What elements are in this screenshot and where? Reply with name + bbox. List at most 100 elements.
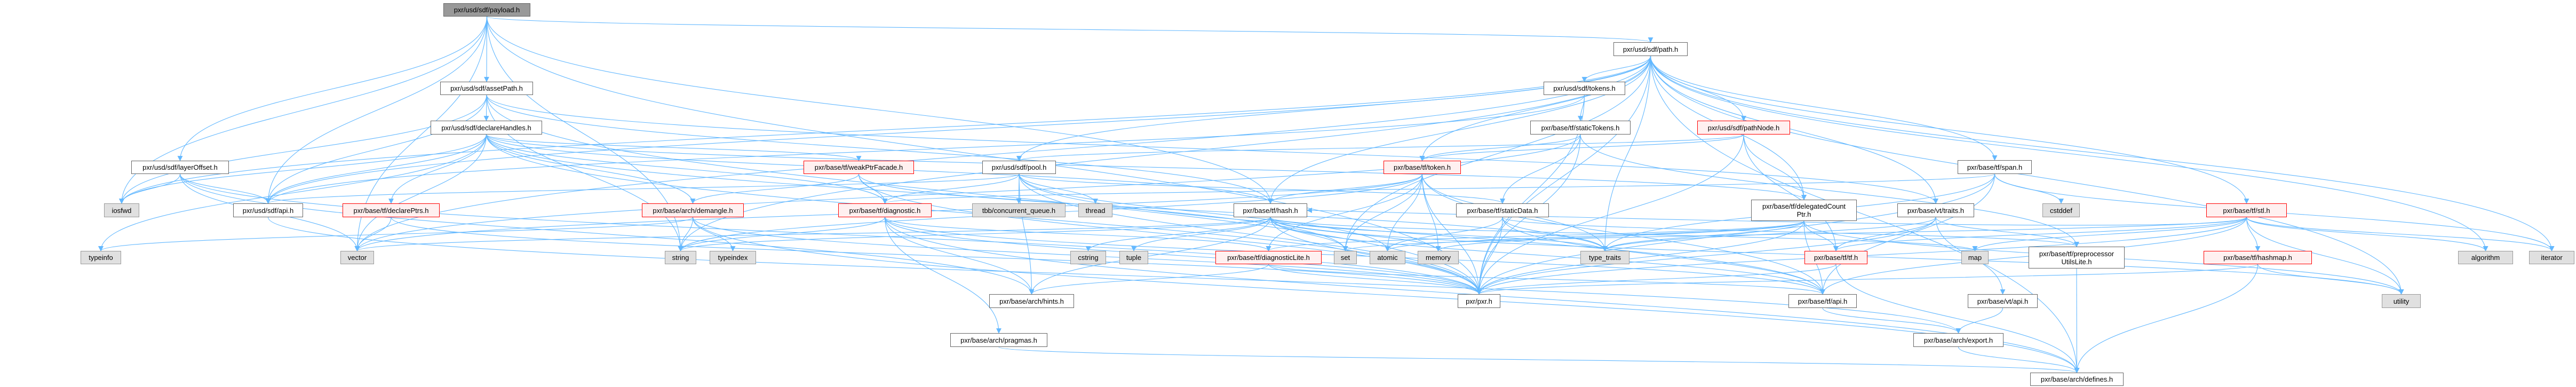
node-atomic[interactable]: atomic bbox=[1370, 251, 1405, 264]
node-tbb[interactable]: tbb/concurrent_queue.h bbox=[972, 203, 1066, 217]
node-pxr[interactable]: pxr/pxr.h bbox=[1458, 294, 1500, 308]
edge-stl-to-hash bbox=[1307, 208, 2247, 226]
edge-diagnostic-to-pragmas bbox=[884, 217, 1001, 334]
edge-declareHandles-to-sdfapi bbox=[265, 134, 487, 204]
node-defines[interactable]: pxr/base/arch/defines.h bbox=[2030, 373, 2124, 386]
edge-path-to-defines bbox=[1650, 56, 2080, 373]
edge-stl-to-map bbox=[1972, 217, 2247, 251]
node-path[interactable]: pxr/usd/sdf/path.h bbox=[1613, 42, 1688, 56]
edge-span-to-pxr bbox=[1476, 173, 1995, 295]
edge-pool-to-atomic bbox=[1019, 173, 1390, 251]
node-iosfwd[interactable]: iosfwd bbox=[104, 203, 139, 217]
node-vector[interactable]: vector bbox=[340, 251, 374, 264]
edge-weakPtrFacade-to-demangle bbox=[690, 173, 860, 204]
edge-path-to-token bbox=[1419, 56, 1651, 161]
edge-declareHandles-to-weakPtrFacade bbox=[486, 134, 862, 161]
edge-export-to-defines bbox=[1958, 346, 2080, 373]
node-declarePtrs[interactable]: pxr/base/tf/declarePtrs.h bbox=[343, 203, 440, 217]
node-set[interactable]: set bbox=[1334, 251, 1357, 264]
node-diagnosticLite[interactable]: pxr/base/tf/diagnosticLite.h bbox=[1215, 251, 1322, 264]
edge-declarePtrs-to-pxr bbox=[391, 217, 1482, 295]
edge-staticData-to-type_traits bbox=[1502, 217, 1608, 251]
node-vtapi[interactable]: pxr/base/vt/api.h bbox=[1968, 294, 2038, 308]
edge-span-to-tfapi bbox=[1820, 173, 1995, 295]
node-stl[interactable]: pxr/base/tf/stl.h bbox=[2206, 203, 2287, 217]
node-hash[interactable]: pxr/base/tf/hash.h bbox=[1234, 203, 1307, 217]
edge-hash-to-memory bbox=[1270, 217, 1441, 251]
edge-hash-to-map bbox=[1270, 217, 1978, 251]
node-tuple[interactable]: tuple bbox=[1119, 251, 1148, 264]
edge-pathNode-to-pxr bbox=[1476, 134, 1744, 295]
node-token[interactable]: pxr/base/tf/token.h bbox=[1384, 161, 1461, 174]
edge-hash-to-tfapi bbox=[1270, 217, 1825, 295]
node-vttraits[interactable]: pxr/base/vt/traits.h bbox=[1897, 203, 1974, 217]
node-map[interactable]: map bbox=[1961, 251, 1989, 264]
node-layerOffset[interactable]: pxr/usd/sdf/layerOffset.h bbox=[131, 161, 229, 174]
edge-payload-to-path bbox=[486, 16, 1653, 43]
node-typeindex[interactable]: typeindex bbox=[710, 251, 756, 264]
node-thread[interactable]: thread bbox=[1078, 203, 1112, 217]
edge-weakPtrFacade-to-pxr bbox=[858, 173, 1482, 295]
edge-assetPath-to-iosfwd bbox=[119, 94, 487, 204]
node-hashmap[interactable]: pxr/base/tf/hashmap.h bbox=[2204, 251, 2312, 264]
node-pragmas[interactable]: pxr/base/arch/pragmas.h bbox=[950, 333, 1047, 347]
node-pool[interactable]: pxr/usd/sdf/pool.h bbox=[982, 161, 1056, 174]
node-tf[interactable]: pxr/base/tf/tf.h bbox=[1804, 251, 1867, 264]
node-staticData[interactable]: pxr/base/tf/staticData.h bbox=[1456, 203, 1549, 217]
node-hints[interactable]: pxr/base/arch/hints.h bbox=[989, 294, 1074, 308]
edge-declareHandles-to-demangle bbox=[486, 134, 696, 204]
node-assetPath[interactable]: pxr/usd/sdf/assetPath.h bbox=[440, 82, 533, 95]
node-cstring[interactable]: cstring bbox=[1070, 251, 1106, 264]
edge-diagnostic-to-string bbox=[678, 217, 886, 251]
edge-staticData-to-preproc bbox=[1502, 217, 2079, 247]
node-pathNode[interactable]: pxr/usd/sdf/pathNode.h bbox=[1697, 121, 1790, 135]
node-cstddef[interactable]: cstddef bbox=[2042, 203, 2080, 217]
edge-hash-to-vector bbox=[355, 217, 1271, 251]
edge-stl-to-algorithm bbox=[2246, 217, 2488, 251]
edge-pool-to-tfapi bbox=[1019, 173, 1825, 295]
edge-hashmap-to-defines bbox=[2074, 264, 2259, 373]
node-iterator[interactable]: iterator bbox=[2529, 251, 2574, 264]
node-string[interactable]: string bbox=[665, 251, 696, 264]
edge-pool-to-staticData bbox=[1019, 173, 1505, 204]
node-algorithm[interactable]: algorithm bbox=[2458, 251, 2513, 264]
node-preproc[interactable]: pxr/base/tf/preprocessor UtilsLite.h bbox=[2029, 247, 2125, 268]
edge-stl-to-iterator bbox=[2246, 217, 2555, 251]
edge-tf-to-pxr bbox=[1476, 264, 1836, 295]
node-weakPtrFacade[interactable]: pxr/base/tf/weakPtrFacade.h bbox=[804, 161, 914, 174]
edge-tfapi-to-export bbox=[1822, 307, 1961, 334]
edge-diagnosticLite-to-hints bbox=[1029, 264, 1269, 295]
edge-pool-to-sdfapi bbox=[266, 173, 1020, 204]
edge-path-to-type_traits bbox=[1602, 56, 1651, 251]
edge-staticData-to-pxr bbox=[1476, 217, 1503, 295]
node-staticTokens[interactable]: pxr/base/tf/staticTokens.h bbox=[1530, 121, 1631, 135]
edge-staticTokens-to-token bbox=[1419, 134, 1581, 161]
edge-hash-to-cstring bbox=[1085, 217, 1271, 251]
node-sdftokens[interactable]: pxr/usd/sdf/tokens.h bbox=[1544, 82, 1625, 95]
node-typeinfo[interactable]: typeinfo bbox=[81, 251, 121, 264]
edge-diagnostic-to-diagnosticLite bbox=[884, 217, 1271, 251]
node-span[interactable]: pxr/base/tf/span.h bbox=[1958, 160, 2032, 174]
edge-hashmap-to-pxr bbox=[1476, 264, 2259, 295]
edge-stl-to-utility bbox=[2246, 217, 2404, 295]
node-delegated[interactable]: pxr/base/tf/delegatedCount Ptr.h bbox=[1751, 200, 1857, 221]
node-sdfapi[interactable]: pxr/usd/sdf/api.h bbox=[233, 203, 303, 217]
edge-tf-to-defines bbox=[1835, 264, 2080, 373]
edge-stl-to-tf bbox=[1833, 217, 2247, 251]
node-demangle[interactable]: pxr/base/arch/demangle.h bbox=[642, 203, 744, 217]
edge-token-to-atomic bbox=[1385, 173, 1423, 251]
node-tfapi[interactable]: pxr/base/tf/api.h bbox=[1788, 294, 1857, 308]
edge-path-to-algorithm bbox=[1650, 56, 2488, 251]
node-declareHandles[interactable]: pxr/usd/sdf/declareHandles.h bbox=[431, 121, 542, 135]
node-memory[interactable]: memory bbox=[1418, 251, 1459, 264]
edge-assetPath-to-hash bbox=[486, 94, 1273, 204]
edge-pragmas-to-defines bbox=[998, 346, 2079, 373]
edge-token-to-diagnosticLite bbox=[1266, 173, 1423, 251]
node-diagnostic[interactable]: pxr/base/tf/diagnostic.h bbox=[838, 203, 932, 217]
edge-diagnostic-to-hints bbox=[884, 217, 1035, 295]
node-utility[interactable]: utility bbox=[2382, 294, 2421, 308]
node-type_traits[interactable]: type_traits bbox=[1580, 251, 1629, 264]
edge-path-to-iterator bbox=[1650, 56, 2555, 251]
node-export[interactable]: pxr/base/arch/export.h bbox=[1913, 333, 2003, 347]
